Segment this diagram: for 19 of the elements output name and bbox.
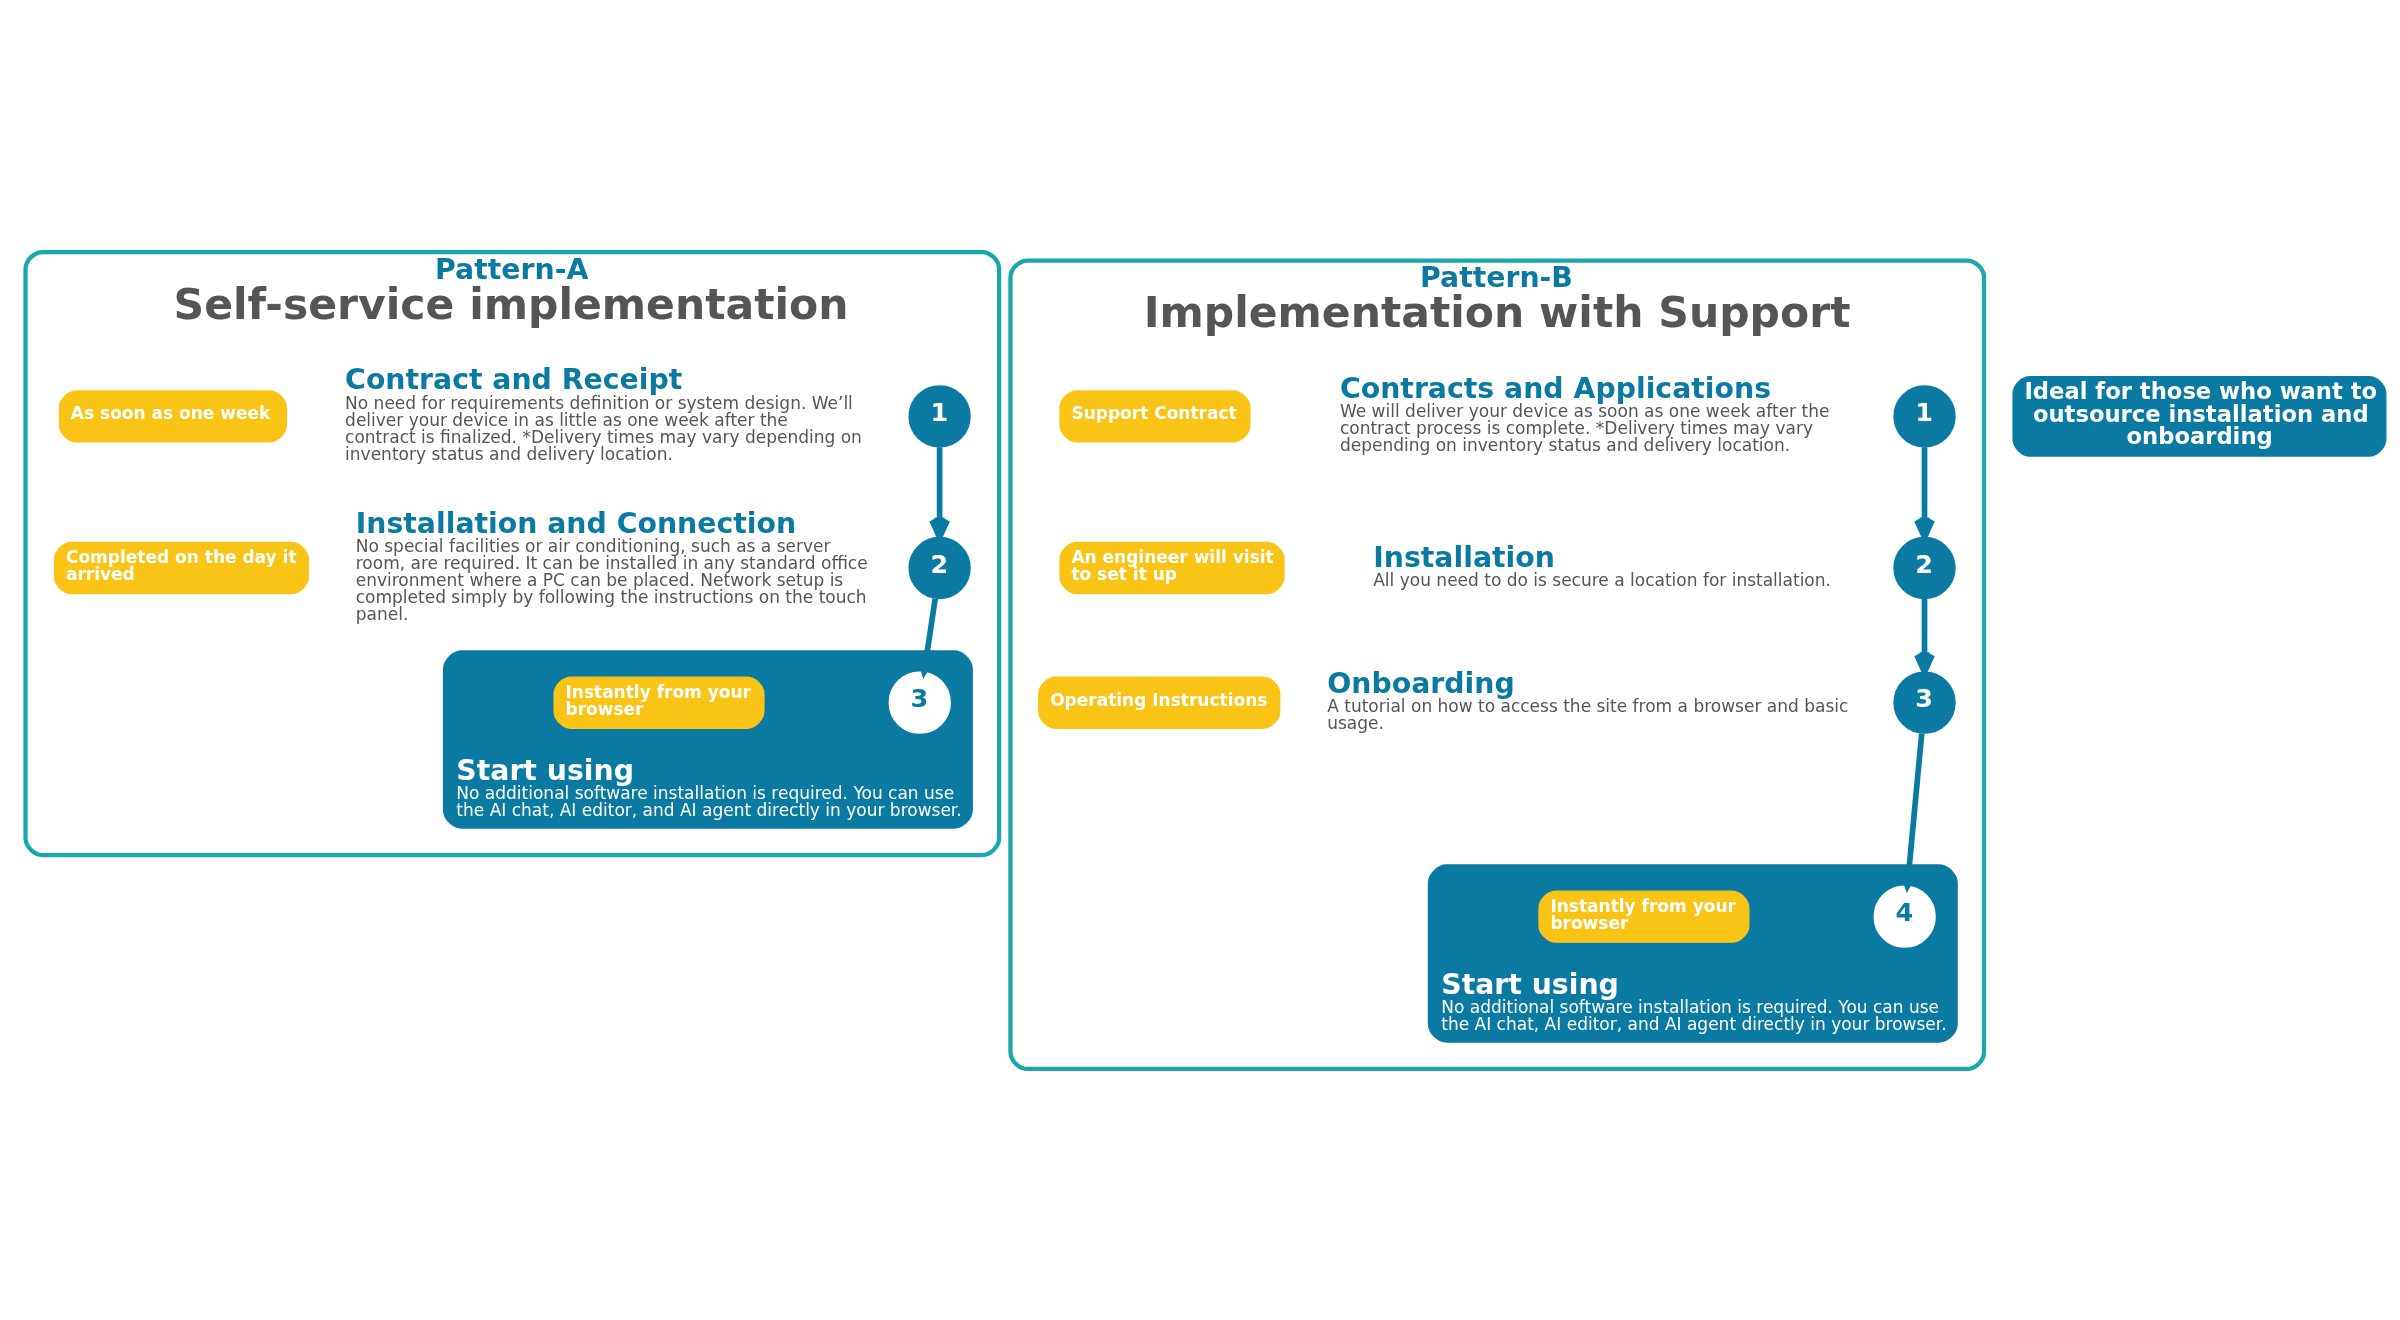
- node-label: All you need to do is secure a location for installation.: [1373, 569, 1831, 590]
- node-circle: 4: [1873, 884, 1936, 948]
- node-box: Completed on the day it arrived: [53, 541, 309, 594]
- node-box: An engineer will visit to set it up: [1059, 541, 1285, 594]
- node-circle: 3: [888, 671, 951, 734]
- node-circle: 1: [908, 384, 971, 448]
- node-circle: 1: [1893, 384, 1956, 448]
- node-box: Operating Instructions: [1038, 675, 1281, 729]
- node-circle: 3: [1893, 671, 1956, 734]
- node-box: Instantly from your browser: [553, 675, 765, 729]
- node-label: No special facilities or air conditioning, such as a server room, are required. It can be installed in any standard office environment where a PC can be placed. Network setup is completed simply by following the instructions on the touch panel.: [355, 535, 868, 624]
- node-circle: 2: [1893, 536, 1956, 599]
- node-box: Ideal for those who want to outsource installation and onboarding: [2012, 375, 2387, 457]
- node-box: Support Contract: [1059, 389, 1251, 443]
- node-label: Contract and Receipt: [345, 362, 683, 396]
- node-box: As soon as one week: [58, 389, 287, 443]
- node-circle: 2: [908, 536, 971, 599]
- node-label: Onboarding: [1327, 666, 1515, 700]
- node-box: Instantly from your browser: [1538, 889, 1750, 943]
